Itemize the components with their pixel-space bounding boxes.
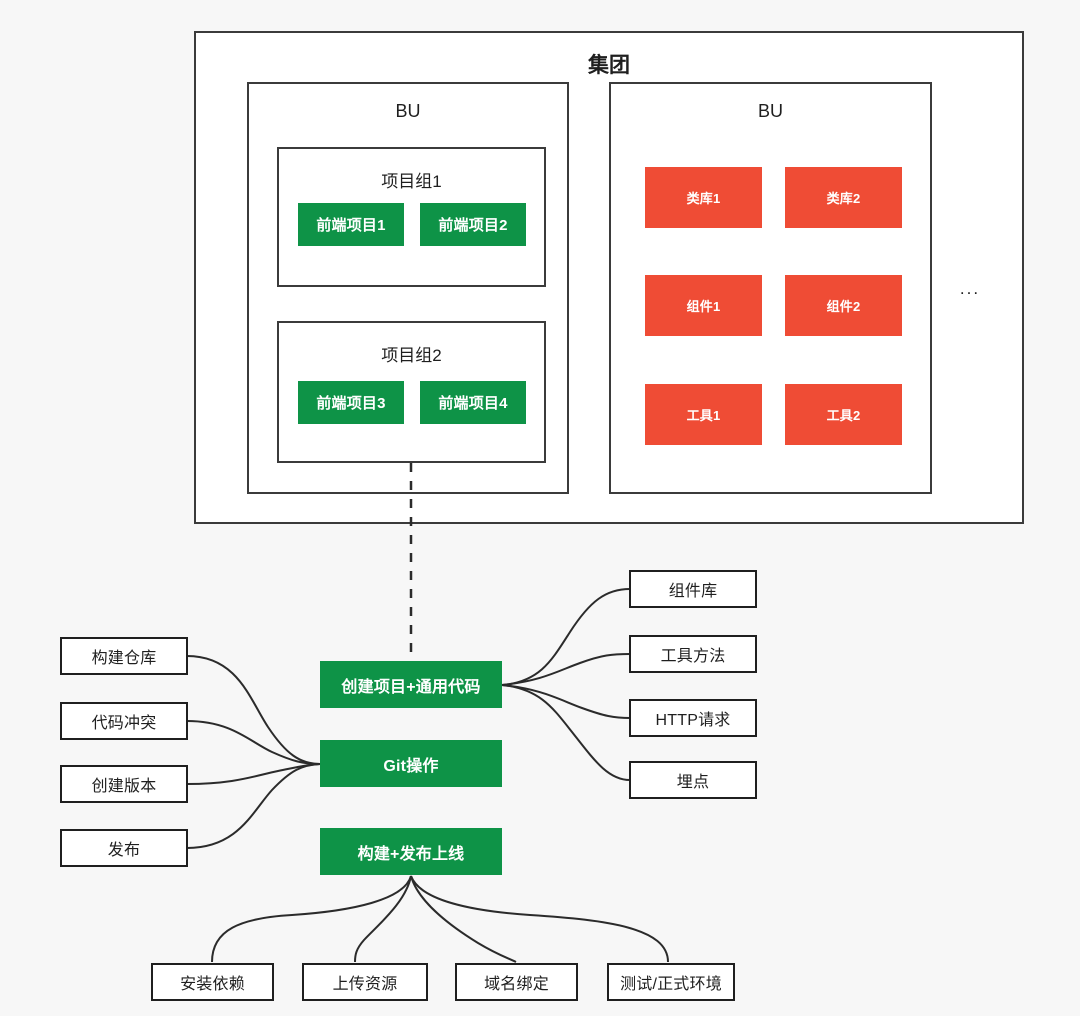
link-install-deps: [211, 875, 412, 963]
branch-box-install-deps[interactable]: 安装依赖: [151, 963, 274, 1001]
link-publish: [186, 763, 321, 849]
branch-box-tool-method[interactable]: 工具方法: [629, 635, 757, 673]
branch-box-label: 上传资源: [332, 976, 398, 993]
center-node-build-release[interactable]: 构建+发布上线: [320, 828, 502, 875]
link-http-request: [501, 684, 631, 719]
branch-box-label: 埋点: [676, 774, 710, 791]
branch-box-publish[interactable]: 发布: [60, 829, 188, 867]
branch-box-tracking[interactable]: 埋点: [629, 761, 757, 799]
asset-box-label: 类库2: [826, 191, 861, 206]
branch-box-label: 构建仓库: [91, 650, 157, 667]
branch-box-label: 工具方法: [660, 648, 726, 665]
branch-box-label: 安装依赖: [180, 976, 245, 993]
bu-right-title: BU: [757, 101, 783, 121]
branch-box-label: 创建版本: [91, 778, 157, 795]
group-title: 集团: [588, 54, 630, 77]
project-group-2-title: 项目组2: [381, 346, 442, 365]
link-component-lib: [501, 588, 631, 686]
center-node-label: 构建+发布上线: [357, 845, 465, 863]
branch-box-label: 测试/正式环境: [620, 976, 722, 993]
branch-box-http-request[interactable]: HTTP请求: [629, 699, 757, 737]
branch-box-label: 组件库: [668, 583, 718, 600]
bu-left-title: BU: [395, 101, 421, 121]
link-tool-method: [501, 653, 631, 686]
asset-box-label: 工具2: [826, 408, 861, 423]
branch-box-create-version[interactable]: 创建版本: [60, 765, 188, 803]
asset-box-label: 组件2: [826, 299, 861, 314]
asset-box-tool-1[interactable]: 工具1: [645, 384, 762, 445]
branch-box-build-repo[interactable]: 构建仓库: [60, 637, 188, 675]
branch-box-label: 域名绑定: [484, 976, 549, 993]
branch-box-component-library[interactable]: 组件库: [629, 570, 757, 608]
asset-box-component-2[interactable]: 组件2: [785, 275, 902, 336]
project-box-frontend-4[interactable]: 前端项目4: [420, 381, 526, 424]
link-upload-assets: [354, 875, 412, 963]
asset-box-label: 工具1: [686, 408, 721, 423]
project-box-label: 前端项目2: [438, 217, 508, 234]
asset-box-library-2[interactable]: 类库2: [785, 167, 902, 228]
project-group-1-title: 项目组1: [381, 172, 442, 191]
center-node-create-project[interactable]: 创建项目+通用代码: [320, 661, 502, 708]
branch-box-label: 发布: [107, 842, 141, 859]
asset-box-label: 组件1: [686, 299, 721, 314]
link-domain-binding: [410, 875, 517, 963]
center-node-git-operations[interactable]: Git操作: [320, 740, 502, 787]
project-box-frontend-1[interactable]: 前端项目1: [298, 203, 404, 246]
link-create-version: [186, 763, 321, 785]
link-environments: [410, 875, 669, 963]
branch-box-label: HTTP请求: [655, 712, 731, 729]
branch-box-label: 代码冲突: [91, 715, 157, 732]
branch-box-code-conflict[interactable]: 代码冲突: [60, 702, 188, 740]
asset-box-component-1[interactable]: 组件1: [645, 275, 762, 336]
more-ellipsis: ...: [959, 279, 981, 298]
project-box-frontend-2[interactable]: 前端项目2: [420, 203, 526, 246]
asset-box-label: 类库1: [686, 191, 721, 206]
link-code-conflict: [186, 720, 321, 765]
asset-box-tool-2[interactable]: 工具2: [785, 384, 902, 445]
branch-box-environments[interactable]: 测试/正式环境: [607, 963, 735, 1001]
center-node-label: 创建项目+通用代码: [341, 678, 481, 696]
link-build-repo: [186, 655, 321, 765]
project-box-label: 前端项目3: [316, 395, 386, 412]
project-box-label: 前端项目1: [316, 217, 386, 234]
branch-box-domain-binding[interactable]: 域名绑定: [455, 963, 578, 1001]
branch-box-upload-assets[interactable]: 上传资源: [302, 963, 428, 1001]
project-box-frontend-3[interactable]: 前端项目3: [298, 381, 404, 424]
project-box-label: 前端项目4: [438, 395, 508, 412]
link-tracking: [501, 684, 631, 781]
asset-box-library-1[interactable]: 类库1: [645, 167, 762, 228]
center-node-label: Git操作: [383, 757, 439, 775]
